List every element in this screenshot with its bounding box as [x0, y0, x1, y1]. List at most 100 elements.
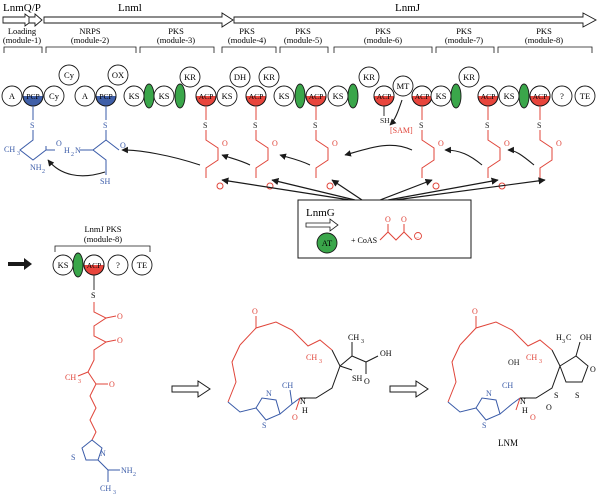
svg-text:S: S: [419, 121, 423, 130]
svg-text:O: O: [272, 139, 278, 148]
svg-text:SH: SH: [100, 177, 110, 186]
domain-ks-3b: [153, 85, 175, 107]
svg-text:ACP: ACP: [533, 92, 548, 101]
module-type-2: NRPS: [79, 26, 101, 36]
svg-text:O: O: [530, 413, 536, 422]
svg-text:S: S: [537, 121, 541, 130]
svg-text:2: 2: [71, 152, 74, 158]
svg-text:H: H: [556, 333, 562, 342]
module-label-7: (module-7): [445, 35, 483, 45]
svg-text:3: 3: [17, 151, 20, 157]
svg-text:OH: OH: [580, 333, 592, 342]
svg-text:O: O: [556, 139, 562, 148]
svg-text:CH: CH: [502, 381, 513, 390]
input-arrow-icon: [8, 258, 32, 270]
svg-text:C: C: [566, 333, 571, 342]
module-label-5: (module-5): [284, 35, 322, 45]
svg-text:PCP: PCP: [26, 92, 39, 101]
domain-te-8: [574, 85, 596, 107]
module-label-6: (module-6): [364, 35, 402, 45]
svg-text:3: 3: [113, 490, 116, 495]
svg-text:[SAM]: [SAM]: [390, 126, 413, 135]
svg-text:N: N: [75, 146, 81, 155]
svg-text:O: O: [56, 139, 62, 148]
svg-text:CH: CH: [282, 381, 293, 390]
svg-text:?: ?: [560, 91, 564, 101]
svg-text:CH: CH: [65, 373, 76, 382]
svg-text:+ CoAS: + CoAS: [351, 236, 377, 245]
svg-text:O: O: [117, 336, 123, 345]
svg-text:PCP: PCP: [99, 92, 112, 101]
module-label-4: (module-4): [228, 35, 266, 45]
module-type-5: PKS: [295, 26, 311, 36]
svg-text:KR: KR: [363, 72, 375, 82]
svg-text:KR: KR: [184, 72, 196, 82]
svg-text:A: A: [9, 91, 16, 101]
svg-text:TE: TE: [580, 91, 590, 101]
svg-text:S: S: [103, 121, 107, 130]
gene-arrow-lnmq: [2, 13, 34, 27]
svg-text:S: S: [30, 121, 34, 130]
svg-text:KS: KS: [129, 91, 140, 101]
svg-text:3: 3: [562, 339, 565, 345]
svg-text:2: 2: [42, 169, 45, 175]
svg-text:KS: KS: [436, 91, 447, 101]
domain-dh-4: [229, 66, 251, 88]
svg-text:S: S: [554, 391, 558, 400]
module-label-3: (module-3): [157, 35, 195, 45]
svg-text:DH: DH: [234, 72, 246, 82]
gene-arrow-lnmj: [233, 12, 597, 28]
svg-text:OH: OH: [508, 358, 520, 367]
lnmg-fan-arrows: [221, 177, 546, 201]
svg-text:KS: KS: [159, 91, 170, 101]
svg-text:H: H: [64, 146, 70, 155]
svg-text:NH: NH: [121, 466, 133, 475]
module-label-8: (module-8): [525, 35, 563, 45]
svg-text:3: 3: [78, 379, 81, 385]
domain-cy-2: [58, 64, 80, 86]
svg-text:KS: KS: [222, 91, 233, 101]
svg-text:O: O: [292, 413, 298, 422]
svg-text:ACP: ACP: [481, 92, 496, 101]
domain-kr-4: [258, 66, 280, 88]
svg-text:OH: OH: [380, 349, 392, 358]
module-type-1: Loading: [8, 26, 37, 36]
svg-text:KS: KS: [279, 91, 290, 101]
svg-text:SH: SH: [380, 116, 390, 125]
svg-text:O: O: [252, 307, 258, 316]
svg-text:3: 3: [361, 339, 364, 345]
svg-text:OX: OX: [112, 70, 124, 80]
domain-row: A PCP Cy Cy A PCP OX KS KS KR ACP KS: [1, 64, 596, 109]
svg-text:MT: MT: [397, 81, 411, 91]
svg-text:N: N: [486, 389, 492, 398]
domain-at-5: [294, 83, 306, 109]
gene-label-lnmj: LnmJ: [395, 2, 421, 14]
domain-ox: [107, 64, 129, 86]
domain-kr-6: [358, 66, 380, 88]
svg-text:S: S: [482, 421, 486, 430]
transfer-arrows: [47, 99, 535, 177]
lnmj-pks-module8: LnmJ PKS (module-8) KS ACP ? TE S O O O …: [8, 224, 153, 495]
svg-text:AT: AT: [322, 238, 333, 248]
module-type-6: PKS: [375, 26, 391, 36]
svg-text:S: S: [575, 391, 579, 400]
intermediate-pks-chains: [205, 106, 553, 190]
svg-text:O: O: [385, 215, 391, 224]
svg-text:S: S: [262, 421, 266, 430]
svg-text:2: 2: [133, 472, 136, 478]
svg-text:ACP: ACP: [249, 92, 264, 101]
domain-a-2: [74, 85, 96, 107]
svg-text:O: O: [546, 403, 552, 412]
domain-at-6: [347, 83, 359, 109]
module-label-2: (module-2): [71, 35, 109, 45]
svg-text:−: −: [416, 235, 420, 241]
svg-text:ACP: ACP: [377, 92, 392, 101]
svg-text:O: O: [109, 380, 115, 389]
domain-ks-4: [216, 85, 238, 107]
svg-text:O: O: [364, 377, 370, 386]
domain-at-8: [518, 83, 530, 109]
macrocycle-intermediate: [227, 316, 379, 421]
domain-kr-7: [458, 66, 480, 88]
gene-arrows: [2, 12, 597, 28]
